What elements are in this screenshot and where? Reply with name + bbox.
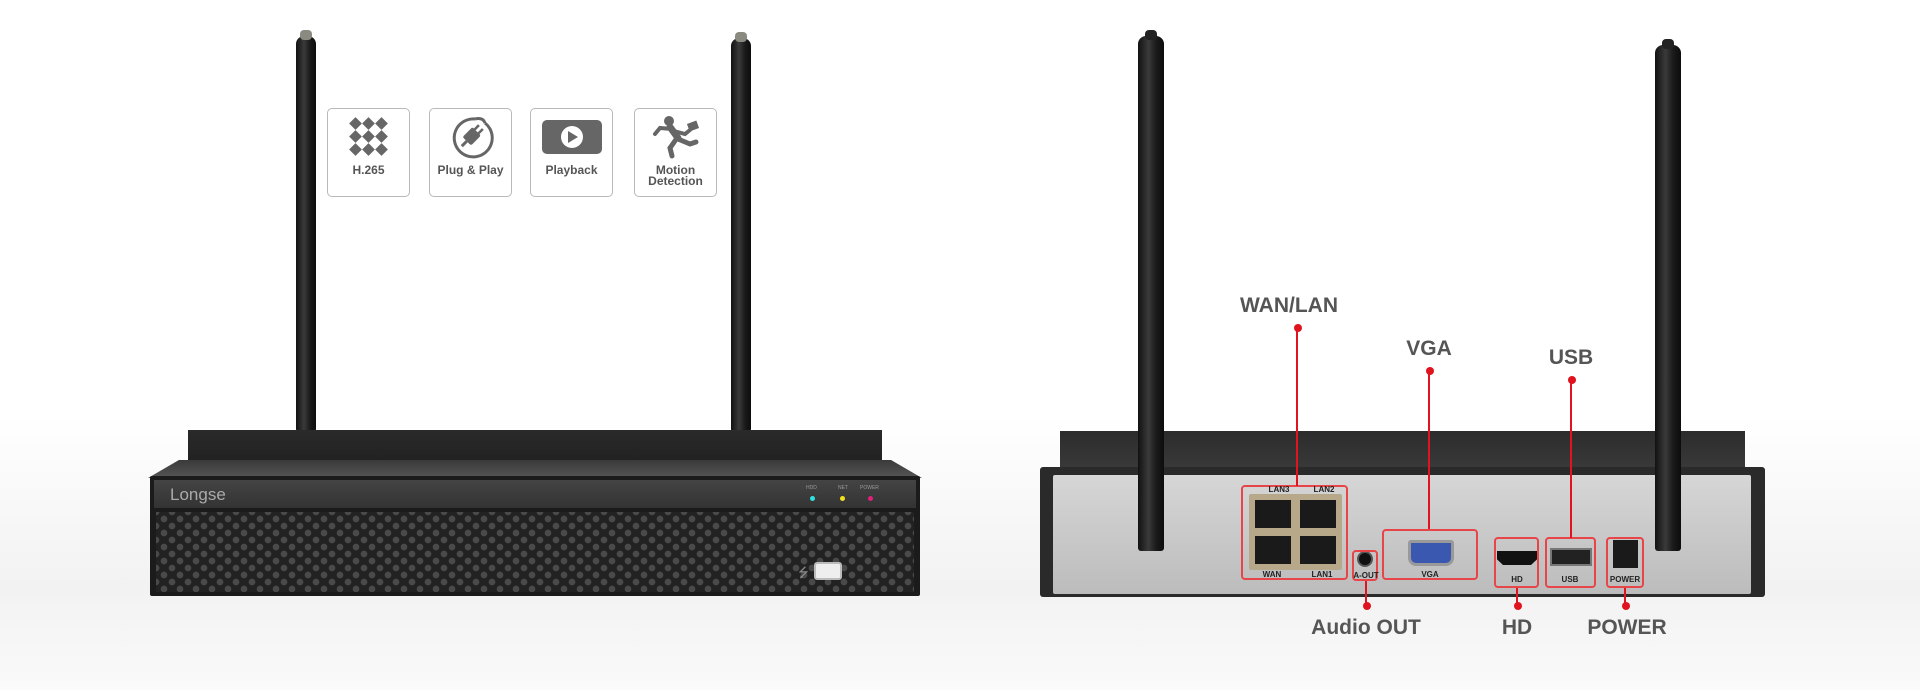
nvr-front: Longse HDD NET POWER ⭍ [148, 430, 922, 598]
play-icon [531, 109, 612, 165]
hdd-led [810, 496, 815, 501]
callout-hd: HD [1501, 616, 1533, 639]
led-label-hdd: HDD [806, 485, 817, 491]
port-label-lan3: LAN3 [1268, 485, 1290, 494]
power-jack [1613, 540, 1638, 568]
feature-label: Plug & Play [437, 163, 504, 177]
vent-grille [156, 512, 914, 592]
callout-audio-out: Audio OUT [1311, 616, 1421, 639]
brand-logo: Longse [170, 485, 226, 504]
feature-playback: Playback [530, 108, 613, 197]
port-label-vga: VGA [1421, 570, 1439, 579]
back-panel [1053, 475, 1751, 594]
antenna-right [731, 32, 751, 432]
port-label-usb: USB [1561, 575, 1579, 584]
port-label-aout: A-OUT [1353, 571, 1379, 580]
hd-highlight [1494, 537, 1539, 588]
feature-plug-play: Plug & Play [429, 108, 512, 197]
callout-wan-lan: WAN/LAN [1240, 294, 1338, 317]
port-label-lan1: LAN1 [1311, 570, 1333, 579]
led-label-power: POWER [860, 485, 879, 491]
usb-icon: ⭍ [798, 565, 809, 580]
usb-highlight [1545, 537, 1596, 588]
nvr-front-panel: Longse HDD NET POWER ⭍ [150, 476, 920, 596]
vga-port [1408, 540, 1454, 566]
callout-vga: VGA [1406, 337, 1452, 360]
callout-usb: USB [1548, 346, 1594, 369]
port-label-lan2: LAN2 [1313, 485, 1335, 494]
feature-label: Playback [545, 163, 598, 177]
usb-port-front[interactable] [814, 562, 842, 580]
plug-icon [430, 109, 511, 165]
hdmi-port [1497, 551, 1537, 565]
antenna-back-left [1138, 30, 1164, 551]
power-led [868, 496, 873, 501]
usb-port [1550, 548, 1592, 566]
port-label-wan: WAN [1262, 570, 1282, 579]
port-label-hd: HD [1511, 575, 1523, 584]
feature-h265: H.265 [327, 108, 410, 197]
nvr-back [1040, 431, 1765, 597]
lan-ports [1249, 494, 1342, 570]
feature-label: H.265 [352, 163, 385, 177]
vga-highlight [1382, 529, 1478, 580]
net-led [840, 496, 845, 501]
grid-diamond-icon [328, 109, 409, 165]
running-man-icon [635, 109, 716, 165]
antenna-back-right [1655, 39, 1681, 551]
antenna-left [296, 30, 316, 432]
audio-jack [1357, 551, 1373, 567]
audio-out-highlight [1352, 550, 1378, 581]
callout-power: POWER [1587, 616, 1667, 639]
power-highlight [1606, 537, 1644, 588]
wan-lan-highlight [1241, 485, 1348, 580]
port-label-power: POWER [1609, 575, 1641, 584]
led-label-net: NET [838, 485, 848, 491]
